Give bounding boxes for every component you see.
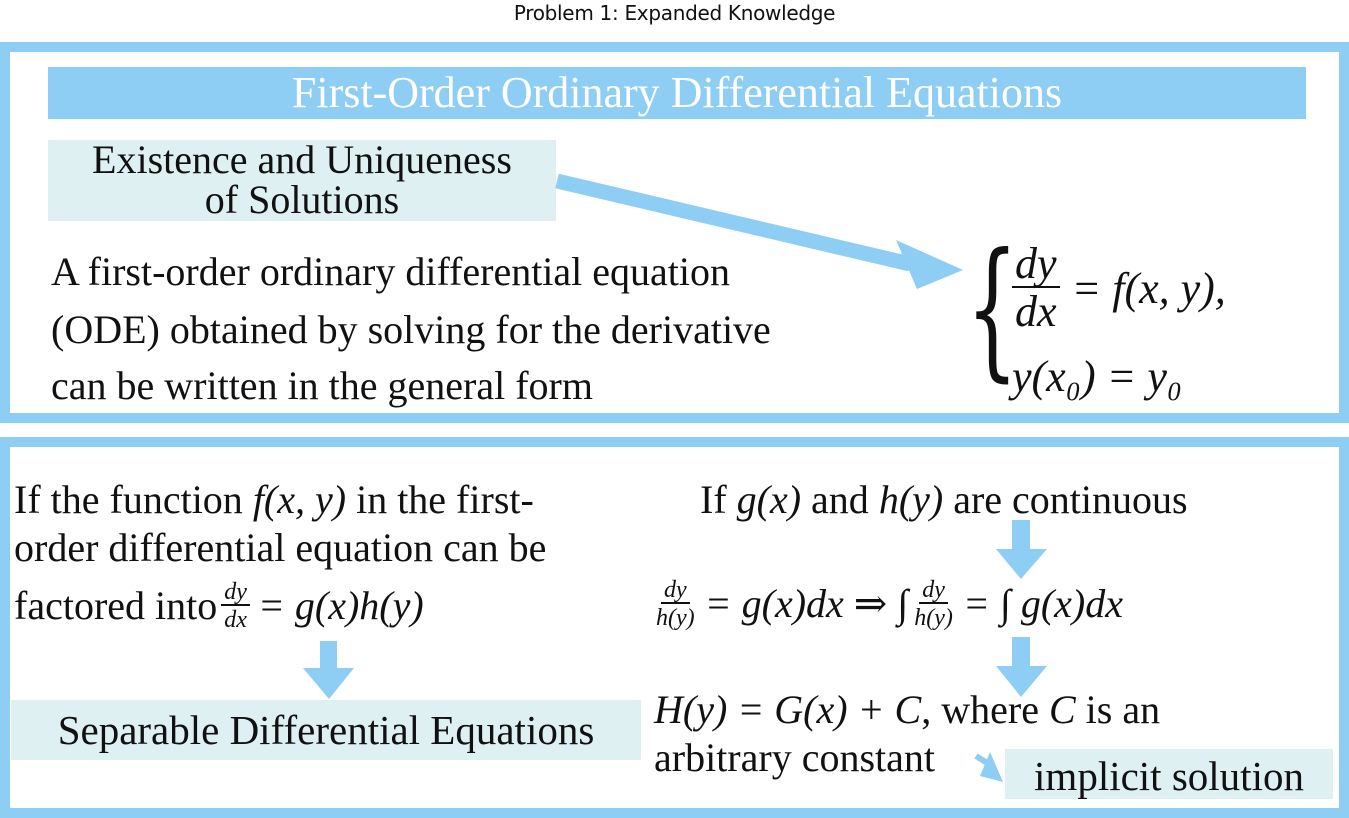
- description-line-3: can be written in the general form: [51, 363, 593, 408]
- dy-numerator: dy: [1012, 242, 1060, 288]
- integration-equation: dy h(y) = g(x)dx ⇒ ∫ dy h(y) = ∫ g(x)dx: [656, 577, 1124, 631]
- topic-label-line2: of Solutions: [204, 177, 400, 222]
- continuity-statement: If g(x) and h(y) are continuous: [700, 477, 1188, 522]
- ivp-equation-1: dy dx = f(x, y),: [1012, 242, 1226, 334]
- implicit-solution-label: implicit solution: [1005, 749, 1333, 799]
- condition-line-2: order differential equation can be: [14, 525, 547, 570]
- dx-denominator: dx: [1015, 287, 1057, 336]
- description-line-1: A first-order ordinary differential equa…: [51, 249, 731, 294]
- topic-label-line1: Existence and Uniqueness: [92, 137, 512, 182]
- ivp-initial-condition: y(x₀) = y₀: [1012, 352, 1183, 401]
- section-heading: First-Order Ordinary Differential Equati…: [48, 67, 1306, 119]
- left-brace: {: [966, 222, 1019, 396]
- topic-label-existence-uniqueness: Existence and Uniqueness of Solutions: [48, 140, 556, 221]
- description-line-2: (ODE) obtained by solving for the deriva…: [51, 307, 771, 352]
- solution-line-1: H(y) = G(x) + C, where C is an: [654, 687, 1161, 732]
- solution-line-2: arbitrary constant: [654, 735, 935, 780]
- page-title: Problem 1: Expanded Knowledge: [513, 1, 836, 25]
- ivp-rhs: = f(x, y),: [1071, 263, 1226, 313]
- condition-line-1: If the function f(x, y) in the first-: [14, 477, 534, 522]
- condition-line-3: factored into dy dx = g(x)h(y): [14, 579, 424, 633]
- separable-label: Separable Differential Equations: [11, 700, 641, 760]
